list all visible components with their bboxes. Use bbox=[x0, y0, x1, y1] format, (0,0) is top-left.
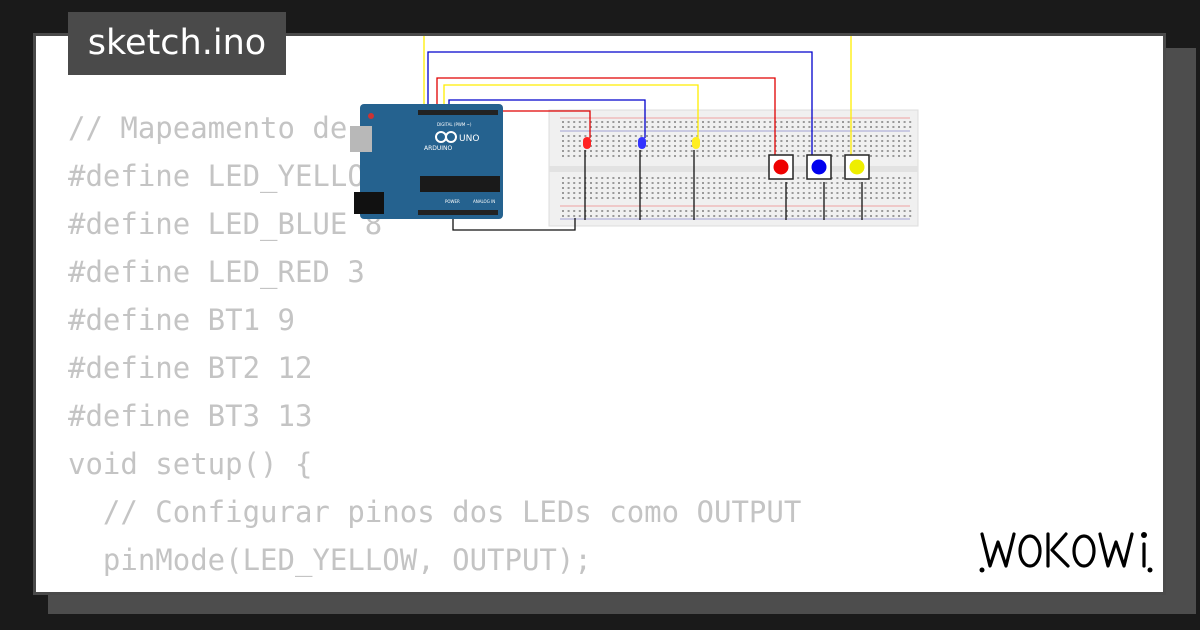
code-line: void setup() { bbox=[68, 447, 313, 481]
digital-label: DIGITAL (PWM ~) bbox=[437, 122, 472, 127]
code-line: #define BT3 13 bbox=[68, 399, 313, 433]
code-line: #define BT1 9 bbox=[68, 303, 295, 337]
blue-button bbox=[806, 154, 832, 180]
yellow-button bbox=[844, 154, 870, 180]
code-line: pinMode(LED_YELLOW, OUTPUT); bbox=[68, 543, 592, 577]
code-line: #define LED_RED 3 bbox=[68, 255, 365, 289]
sketch-title-tab: sketch.ino bbox=[68, 12, 286, 75]
arduino-uno: UNO ARDUINO DIGITAL (PWM ~) ANALOG IN PO… bbox=[350, 104, 503, 219]
leds bbox=[583, 137, 700, 149]
wokwi-logo bbox=[979, 532, 1153, 573]
wire-blue-button bbox=[427, 51, 813, 160]
code-line: pinMode(LED_BLUE, OUTPUT); bbox=[68, 584, 801, 592]
wire-ground bbox=[452, 214, 576, 231]
blue-led bbox=[638, 137, 646, 149]
red-button bbox=[768, 154, 794, 180]
power-label: POWER bbox=[445, 199, 460, 204]
wire-red-button bbox=[436, 77, 776, 160]
analog-label: ANALOG IN bbox=[473, 199, 495, 204]
red-led bbox=[583, 137, 591, 149]
push-buttons bbox=[768, 154, 870, 180]
code-line: #define LED_BLUE 8 bbox=[68, 207, 383, 241]
yellow-led bbox=[692, 137, 700, 149]
board-brand: ARDUINO bbox=[424, 145, 453, 152]
code-preview: // Mapeamento de pinos#define LED_YELLOW… bbox=[68, 104, 802, 592]
code-line: #define BT2 12 bbox=[68, 351, 313, 385]
code-line: // Configurar pinos dos LEDs como OUTPUT bbox=[68, 495, 802, 529]
board-label: UNO bbox=[459, 134, 479, 144]
wire-yellow-led bbox=[443, 84, 699, 138]
